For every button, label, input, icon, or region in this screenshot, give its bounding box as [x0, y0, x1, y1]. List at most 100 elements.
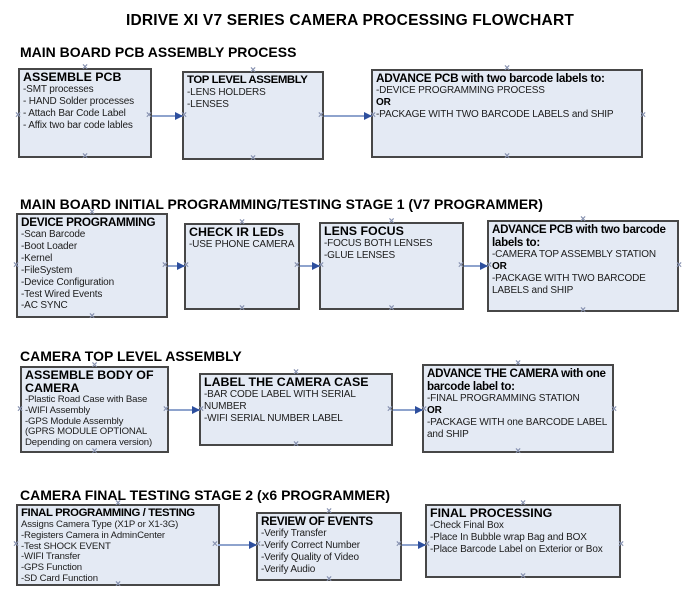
- box-check-ir-leds: CHECK IR LEDs -USE PHONE CAMERA: [184, 223, 300, 310]
- connection-point-icon: [616, 540, 626, 550]
- box-item: -Kernel: [21, 252, 53, 264]
- flow-connector: [212, 540, 257, 550]
- box-title: ADVANCE THE CAMERA with one barcode labe…: [427, 367, 606, 393]
- flow-connector: [162, 261, 185, 271]
- connection-point-icon: [255, 540, 261, 550]
- connection-point-icon: [638, 111, 648, 121]
- flow-connector: [163, 405, 200, 415]
- box-item: -WIFI Assembly: [25, 404, 91, 416]
- box-item: -Boot Loader: [21, 240, 78, 252]
- box-item: -FOCUS BOTH LENSES: [324, 238, 433, 249]
- box-item: -WIFI Transfer: [21, 551, 81, 563]
- box-title: DEVICE PROGRAMMING: [21, 215, 156, 229]
- connection-point-icon: [421, 405, 427, 415]
- connection-point-icon: [318, 261, 324, 271]
- box-item: -PACKAGE WITH one BARCODE LABEL and SHIP: [427, 416, 607, 440]
- box-item-or: OR: [427, 404, 442, 416]
- box-item: -Place In Bubble wrap Bag and BOX: [430, 531, 587, 543]
- box-title: ASSEMBLE PCB: [23, 70, 122, 84]
- box-title: FINAL PROCESSING: [430, 506, 553, 520]
- box-item: -GLUE LENSES: [324, 249, 396, 261]
- box-item: -AC SYNC: [21, 300, 68, 312]
- section-heading-camera-top-assembly: CAMERA TOP LEVEL ASSEMBLY: [20, 348, 242, 364]
- box-item-or: OR: [376, 96, 391, 108]
- box-item: -USE PHONE CAMERA: [189, 239, 295, 250]
- box-item: -FileSystem: [21, 264, 73, 276]
- box-top-level-assembly: TOP LEVEL ASSEMBLY -LENS HOLDERS -LENSES: [182, 71, 324, 160]
- box-advance-pcb-stage1: ADVANCE PCB with two barcode labels to: …: [371, 69, 643, 158]
- box-item: -Verify Audio: [261, 563, 316, 575]
- page-title: IDRIVE XI V7 SERIES CAMERA PROCESSING FL…: [125, 12, 575, 29]
- box-item: -Plastic Road Case with Base: [25, 394, 148, 405]
- box-item: -PACKAGE WITH TWO BARCODE LABELS and SHI…: [376, 108, 614, 120]
- box-title: ADVANCE PCB with two barcode labels to:: [492, 223, 666, 249]
- box-item: -LENSES: [187, 98, 229, 110]
- box-item: -Check Final Box: [430, 520, 504, 531]
- box-item: -Test Wired Events: [21, 288, 103, 300]
- box-title: REVIEW OF EVENTS: [261, 514, 373, 528]
- box-item: (GPRS MODULE OPTIONAL Depending on camer…: [25, 426, 152, 449]
- connection-point-icon: [486, 261, 492, 271]
- box-label-camera-case: LABEL THE CAMERA CASE -BAR CODE LABEL WI…: [199, 373, 393, 446]
- flow-connector: [458, 261, 488, 271]
- box-item: -Place Barcode Label on Exterior or Box: [430, 543, 603, 555]
- box-title: FINAL PROGRAMMING / TESTING: [21, 507, 195, 519]
- box-item: Assigns Camera Type (X1P or X1-3G): [21, 519, 179, 530]
- connection-point-icon: [11, 540, 21, 550]
- flow-connector: [294, 261, 320, 271]
- box-item: -DEVICE PROGRAMMING PROCESS: [376, 85, 545, 96]
- box-item: -SD Card Function: [21, 572, 98, 584]
- box-advance-pcb-stage2: ADVANCE PCB with two barcode labels to: …: [487, 220, 679, 312]
- box-title: ADVANCE PCB with two barcode labels to:: [376, 71, 605, 85]
- box-item: -GPS Module Assembly: [25, 415, 124, 427]
- connection-point-icon: [15, 405, 25, 415]
- connection-point-icon: [609, 405, 619, 415]
- box-item: -Verify Correct Number: [261, 539, 360, 551]
- flow-connector: [146, 111, 183, 121]
- box-item: -Scan Barcode: [21, 229, 86, 240]
- flow-connector: [396, 540, 426, 550]
- box-item: -GPS Function: [21, 562, 82, 574]
- box-device-programming: DEVICE PROGRAMMING -Scan Barcode -Boot L…: [16, 213, 168, 318]
- connection-point-icon: [181, 111, 187, 121]
- connection-point-icon: [424, 540, 430, 550]
- box-advance-camera: ADVANCE THE CAMERA with one barcode labe…: [422, 364, 614, 453]
- connection-point-icon: [183, 261, 189, 271]
- box-assemble-body: ASSEMBLE BODY OF CAMERA -Plastic Road Ca…: [20, 366, 169, 453]
- box-title: LENS FOCUS: [324, 224, 404, 238]
- connection-point-icon: [198, 405, 204, 415]
- box-item: -BAR CODE LABEL WITH SERIAL NUMBER: [204, 389, 356, 412]
- box-item: -FINAL PROGRAMMING STATION: [427, 393, 580, 404]
- section-heading-pcb-assembly: MAIN BOARD PCB ASSEMBLY PROCESS: [20, 44, 297, 60]
- box-item: -Registers Camera in AdminCenter: [21, 529, 165, 541]
- box-item: -SMT processes: [23, 84, 94, 95]
- box-lens-focus: LENS FOCUS -FOCUS BOTH LENSES -GLUE LENS…: [319, 222, 464, 310]
- connection-point-icon: [11, 261, 21, 271]
- flow-connector: [387, 405, 423, 415]
- box-final-processing: FINAL PROCESSING -Check Final Box -Place…: [425, 504, 621, 578]
- box-item: -CAMERA TOP ASSEMBLY STATION: [492, 249, 656, 260]
- flow-connector: [318, 111, 372, 121]
- box-item: -PACKAGE WITH TWO BARCODE LABELS and SHI…: [492, 272, 646, 296]
- box-assemble-pcb: ASSEMBLE PCB -SMT processes - HAND Solde…: [18, 68, 152, 158]
- box-title: CHECK IR LEDs: [189, 225, 285, 239]
- box-title: LABEL THE CAMERA CASE: [204, 375, 369, 389]
- box-item: - HAND Solder processes: [23, 95, 135, 107]
- box-item: - Attach Bar Code Label: [23, 107, 126, 119]
- connection-point-icon: [674, 261, 684, 271]
- box-title: TOP LEVEL ASSEMBLY: [187, 74, 308, 86]
- connection-point-icon: [13, 111, 23, 121]
- section-heading-final-testing: CAMERA FINAL TESTING STAGE 2 (x6 PROGRAM…: [20, 487, 390, 503]
- box-item: -Device Configuration: [21, 276, 115, 288]
- box-item-or: OR: [492, 260, 507, 272]
- box-item: - Affix two bar code lables: [23, 119, 133, 131]
- box-item: -Verify Transfer: [261, 528, 327, 539]
- box-review-of-events: REVIEW OF EVENTS -Verify Transfer -Verif…: [256, 512, 402, 581]
- box-item: -Test SHOCK EVENT: [21, 540, 111, 552]
- connection-point-icon: [370, 111, 376, 121]
- box-item: -WIFI SERIAL NUMBER LABEL: [204, 412, 343, 424]
- box-title: ASSEMBLE BODY OF CAMERA: [25, 368, 154, 395]
- box-item: -LENS HOLDERS: [187, 87, 266, 98]
- box-final-programming-testing: FINAL PROGRAMMING / TESTING Assigns Came…: [16, 504, 220, 586]
- section-heading-initial-programming: MAIN BOARD INITIAL PROGRAMMING/TESTING S…: [20, 196, 543, 212]
